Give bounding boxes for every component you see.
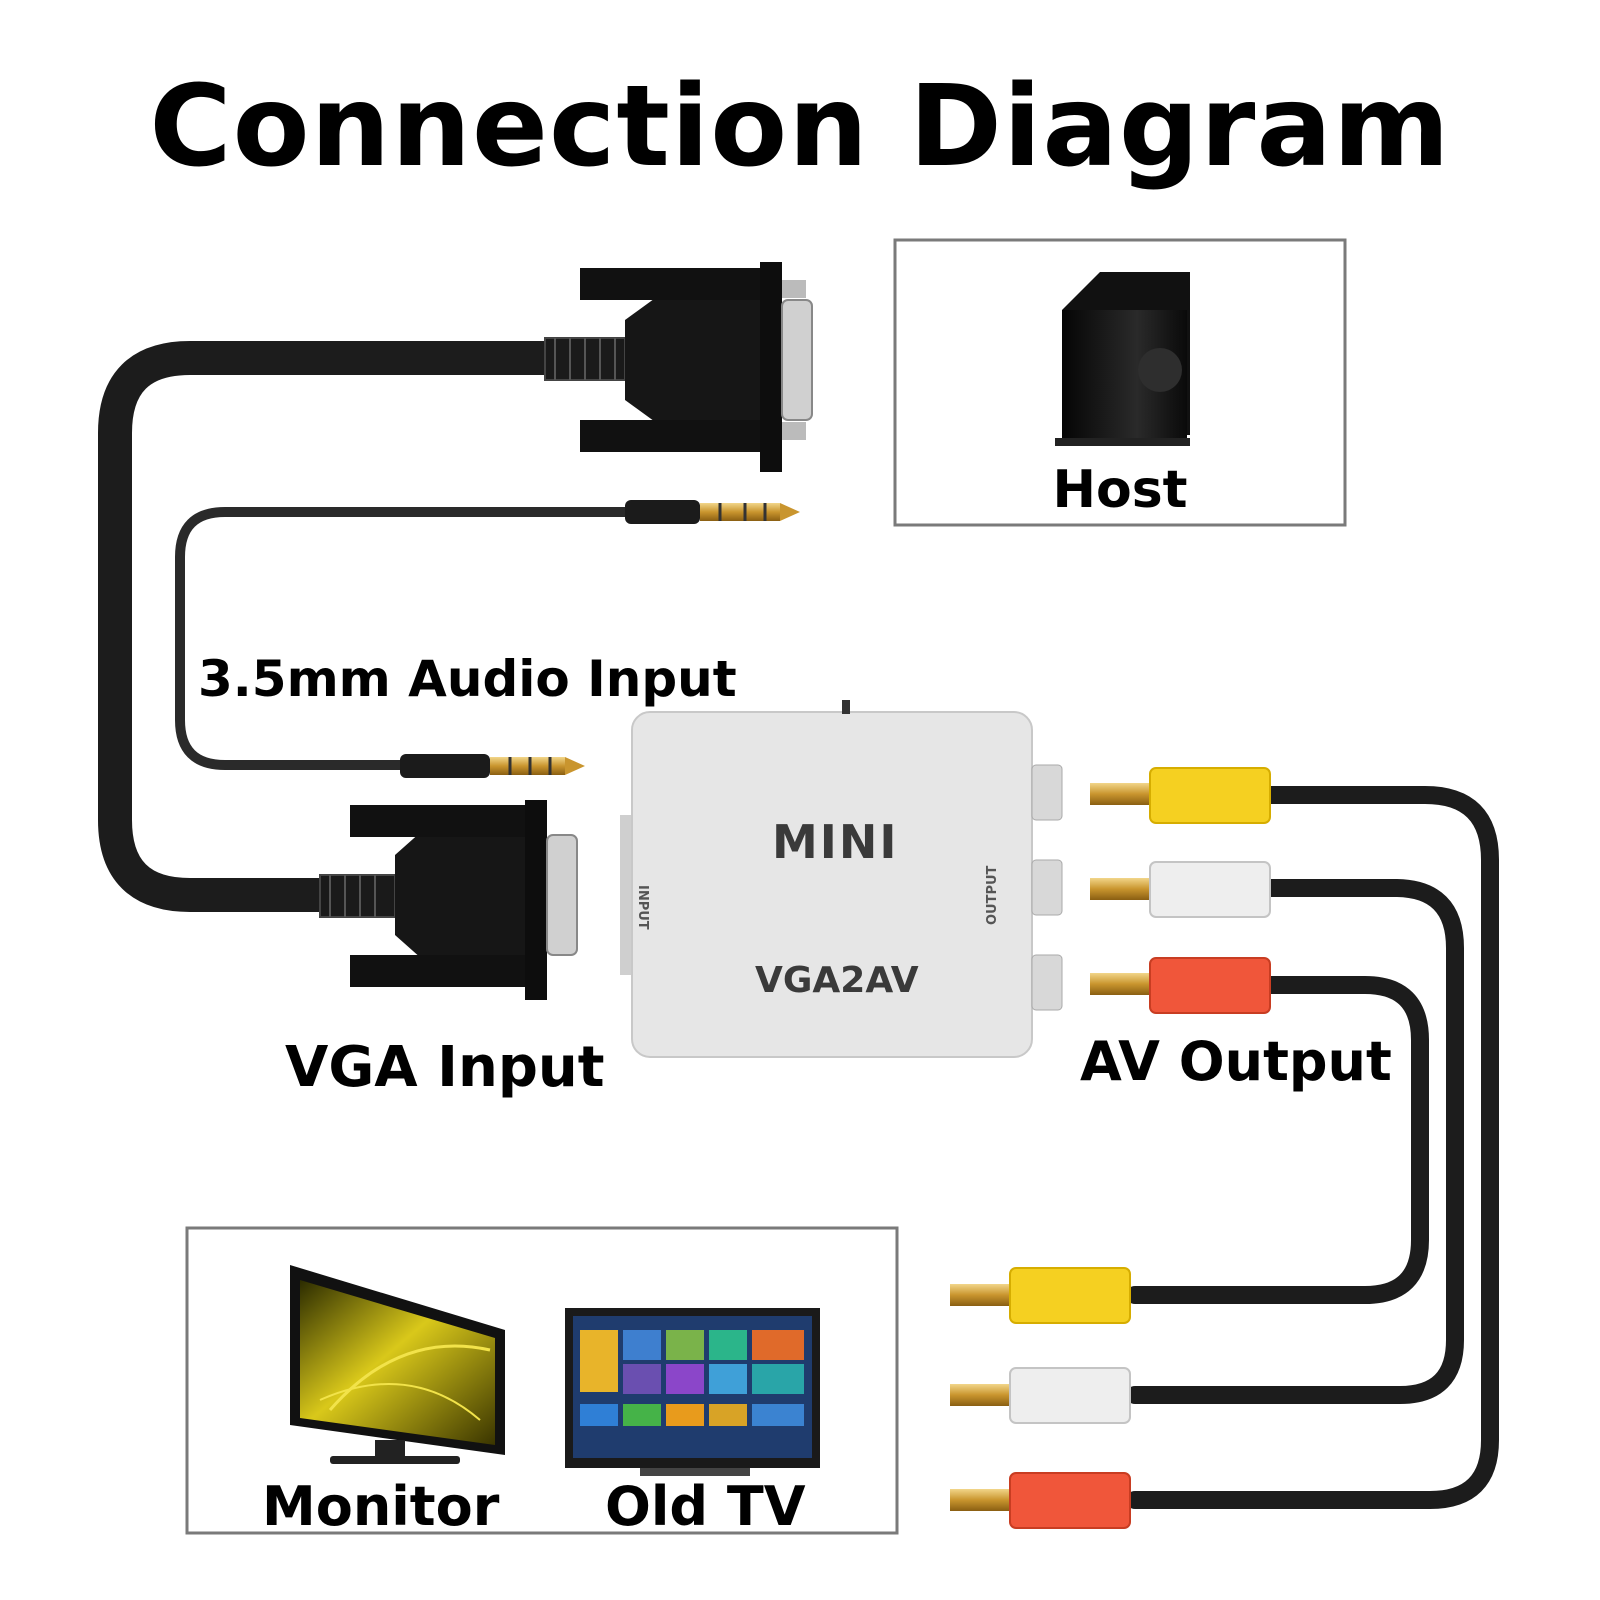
adapter-output-text: OUTPUT xyxy=(985,865,1000,925)
rca-cable-white-to-white xyxy=(1126,879,1464,1404)
adapter-model-label: VGA2AV xyxy=(755,960,919,1001)
rca-plug-red-bottom xyxy=(950,1472,1131,1529)
av-output-label: AV Output xyxy=(1080,1030,1392,1093)
vga-input-label: VGA Input xyxy=(285,1035,605,1100)
audio-jack-bottom xyxy=(400,754,585,778)
rca-plug-yellow-bottom xyxy=(950,1267,1131,1324)
rca-plug-red-top xyxy=(1090,957,1271,1014)
page-title: Connection Diagram xyxy=(149,62,1451,192)
adapter-brand-label: MINI xyxy=(772,815,899,869)
computer-tower-icon xyxy=(1055,272,1190,446)
host-label: Host xyxy=(1052,460,1188,520)
vga-connector-top xyxy=(544,262,813,472)
monitor-icon xyxy=(290,1265,505,1464)
vga-cable xyxy=(98,341,577,912)
audio-jack-top xyxy=(625,500,800,524)
old-tv-label: Old TV xyxy=(605,1475,806,1538)
cables xyxy=(98,341,1499,1509)
monitor-label: Monitor xyxy=(262,1475,500,1538)
tv-icon xyxy=(565,1308,820,1476)
rca-cable-yellow-to-red xyxy=(1126,786,1499,1509)
audio-input-label: 3.5mm Audio Input xyxy=(198,650,737,708)
rca-plug-yellow-top xyxy=(1090,767,1271,824)
vga-connector-bottom xyxy=(319,800,578,1000)
rca-plug-white-top xyxy=(1090,861,1271,918)
rca-cable-red-to-yellow xyxy=(1126,976,1429,1304)
vga2av-adapter xyxy=(620,700,1063,1058)
audio-cable xyxy=(175,507,630,770)
rca-plug-white-bottom xyxy=(950,1367,1131,1424)
adapter-input-text: INPUT xyxy=(635,885,650,930)
